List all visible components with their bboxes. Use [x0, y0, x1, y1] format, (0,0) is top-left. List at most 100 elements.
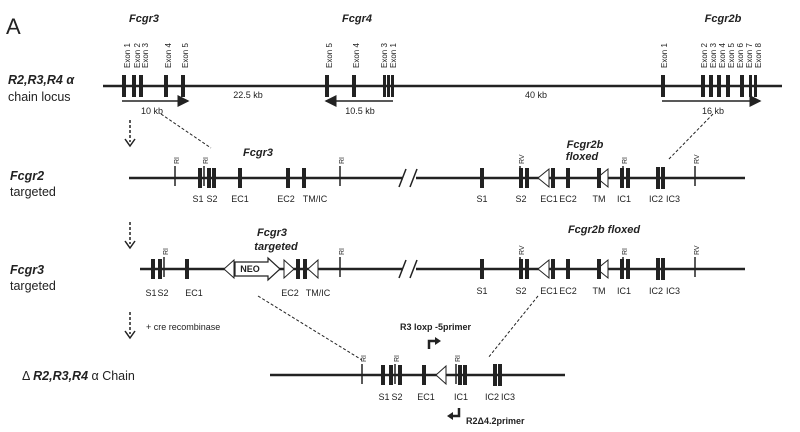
exon-block — [422, 365, 426, 385]
gene-label-fcgr2b: Fcgr2b — [705, 13, 742, 25]
exon-block — [551, 259, 555, 279]
exon-block — [620, 168, 624, 188]
loxp-site — [537, 258, 550, 280]
domain-label: IC3 — [501, 392, 515, 402]
ri-site-label: RI — [339, 248, 346, 255]
exon-block — [296, 259, 300, 279]
row2-fcgr2b-label: Fcgr2b — [567, 139, 604, 151]
row-label-locus-2: chain locus — [8, 90, 71, 104]
exon-block — [551, 168, 555, 188]
fcgr2b-exon-label: Exon 4 — [718, 43, 727, 68]
domain-label: S1 — [192, 194, 203, 204]
gene-label-fcgr3: Fcgr3 — [129, 13, 159, 25]
fcgr4-exon-group: Exon 5 Exon 4 Exon 3 Exon 1 — [325, 43, 398, 97]
delta-prefix: Δ — [22, 369, 33, 383]
r3-loxp-primer-arrow — [427, 337, 441, 349]
fcgr2b-exon-5 — [726, 75, 730, 97]
exon-block — [389, 365, 393, 385]
fcgr2b-exon-7 — [749, 75, 752, 97]
fcgr4-exon-label: Exon 5 — [325, 43, 334, 68]
loxp-site — [223, 258, 235, 280]
ri-site-label: RI — [203, 157, 210, 164]
fcgr2b-exon-label: Exon 8 — [754, 43, 763, 68]
domain-label: IC2 — [485, 392, 499, 402]
fcgr3-exon-label: Exon 3 — [141, 43, 150, 68]
loxp-site — [435, 364, 447, 386]
domain-label: EC2 — [559, 286, 577, 296]
exon-block — [519, 259, 523, 279]
row3-fcgr3-title: Fcgr3 — [257, 227, 287, 239]
ri-site-label: RI — [622, 157, 629, 164]
domain-label: EC2 — [281, 288, 299, 298]
domain-label: S1 — [145, 288, 156, 298]
ri-site-label: RI — [394, 355, 401, 362]
row2-fcgr3-label: Fcgr3 — [243, 147, 273, 159]
exon-block — [661, 258, 665, 280]
fcgr2b-exon-label: Exon 1 — [660, 43, 669, 68]
delta-suffix: α Chain — [88, 369, 135, 383]
domain-label: S2 — [206, 194, 217, 204]
domain-label: TM/IC — [306, 288, 331, 298]
distance-label: 22.5 kb — [233, 90, 263, 100]
zoom-guide-line — [257, 295, 363, 361]
domain-label: TM/IC — [303, 194, 328, 204]
exon-block — [158, 259, 162, 279]
domain-label: S1 — [476, 286, 487, 296]
exon-block — [198, 168, 202, 188]
r2-delta-primer-arrow — [447, 408, 461, 420]
domain-label: S2 — [391, 392, 402, 402]
fcgr2b-exon-label: Exon 7 — [745, 43, 754, 68]
ri-site-label: RI — [455, 355, 462, 362]
domain-label: IC3 — [666, 194, 680, 204]
domain-label: EC2 — [559, 194, 577, 204]
fcgr3-exon-2 — [132, 75, 136, 97]
exon-block — [626, 259, 630, 279]
fcgr3-exon-1 — [122, 75, 126, 97]
exon-block — [480, 259, 484, 279]
exon-block — [566, 168, 570, 188]
loxp-site — [596, 258, 609, 280]
row-label-locus-1: R2,R3,R4 α — [8, 73, 75, 87]
row-label-fcgr2-1: Fcgr2 — [10, 169, 44, 183]
fcgr2b-exon-group: Exon 1 Exon 2 Exon 3 Exon 4 Exon 5 Exon … — [660, 43, 763, 97]
fcgr2b-exon-2 — [701, 75, 705, 97]
fcgr4-exon-3 — [383, 75, 386, 97]
step-arrow-2 — [124, 222, 136, 250]
fcgr3-exon-5 — [181, 75, 185, 97]
domain-label: EC1 — [417, 392, 435, 402]
row-label-fcgr3-2: targeted — [10, 279, 56, 293]
exon-block — [212, 168, 216, 188]
distance-label: 16 kb — [702, 106, 724, 116]
loxp-site — [537, 167, 550, 189]
fcgr2b-exon-8 — [754, 75, 757, 97]
ri-site-label: RI — [622, 248, 629, 255]
delta-genes: R2,R3,R4 — [33, 369, 88, 383]
exon-block — [207, 168, 211, 188]
panel-letter: A — [6, 14, 21, 39]
fcgr3-exon-group: Exon 1 Exon 2 Exon 3 Exon 4 Exon 5 — [122, 43, 190, 97]
row3-targeted-title: targeted — [254, 241, 298, 253]
loxp-site — [283, 258, 295, 280]
domain-label: EC2 — [277, 194, 295, 204]
domain-label: IC3 — [666, 286, 680, 296]
domain-label: EC1 — [540, 286, 558, 296]
exon-block — [498, 364, 502, 386]
exon-block — [597, 259, 601, 279]
fcgr4-exon-label: Exon 4 — [352, 43, 361, 68]
exon-block — [286, 168, 290, 188]
domain-label: IC1 — [454, 392, 468, 402]
zoom-guide-line — [160, 113, 212, 149]
distance-label: 40 kb — [525, 90, 547, 100]
domain-label: EC1 — [185, 288, 203, 298]
rv-site-label: RV — [519, 154, 526, 164]
exon-block — [480, 168, 484, 188]
fcgr3-exon-label: Exon 4 — [164, 43, 173, 68]
exon-block — [303, 259, 307, 279]
exon-block — [656, 167, 660, 189]
exon-block — [656, 258, 660, 280]
domain-label: EC1 — [540, 194, 558, 204]
r3-loxp-primer-label: R3 loxp -5primer — [400, 322, 472, 332]
row3-fcgr2b-floxed-label: Fcgr2b floxed — [568, 224, 640, 236]
row-label-fcgr3-1: Fcgr3 — [10, 263, 44, 277]
